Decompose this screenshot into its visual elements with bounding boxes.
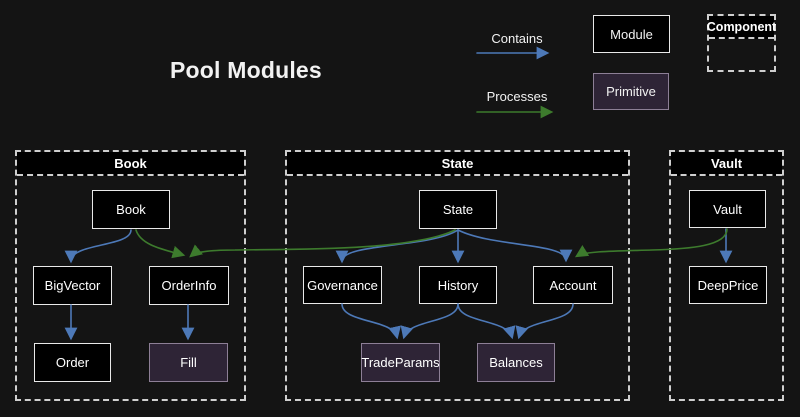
- node-deepprice: DeepPrice: [689, 266, 767, 304]
- node-history: History: [419, 266, 497, 304]
- node-account: Account: [533, 266, 613, 304]
- legend-primitive-box: Primitive: [593, 73, 669, 110]
- node-state: State: [419, 190, 497, 229]
- node-governance: Governance: [303, 266, 382, 304]
- node-book: Book: [92, 190, 170, 229]
- container-book: Book: [15, 150, 246, 401]
- legend-processes-label: Processes: [486, 89, 548, 104]
- page-title: Pool Modules: [170, 57, 322, 83]
- container-state-title: State: [287, 152, 628, 176]
- legend-component-label: Component: [707, 16, 776, 39]
- node-fill: Fill: [149, 343, 228, 382]
- container-vault: Vault: [669, 150, 784, 401]
- node-bigvector: BigVector: [33, 266, 112, 305]
- node-order: Order: [34, 343, 111, 382]
- legend-primitive-label: Primitive: [606, 84, 656, 99]
- legend-module-box: Module: [593, 15, 670, 53]
- node-tradeparams: TradeParams: [361, 343, 440, 382]
- container-vault-title: Vault: [671, 152, 782, 176]
- node-vault: Vault: [689, 190, 766, 228]
- legend-component-box: Component: [707, 14, 776, 72]
- container-state: State: [285, 150, 630, 401]
- legend-module-label: Module: [610, 26, 653, 42]
- container-book-title: Book: [17, 152, 244, 176]
- legend-contains-label: Contains: [491, 31, 543, 46]
- node-balances: Balances: [477, 343, 555, 382]
- node-orderinfo: OrderInfo: [149, 266, 229, 305]
